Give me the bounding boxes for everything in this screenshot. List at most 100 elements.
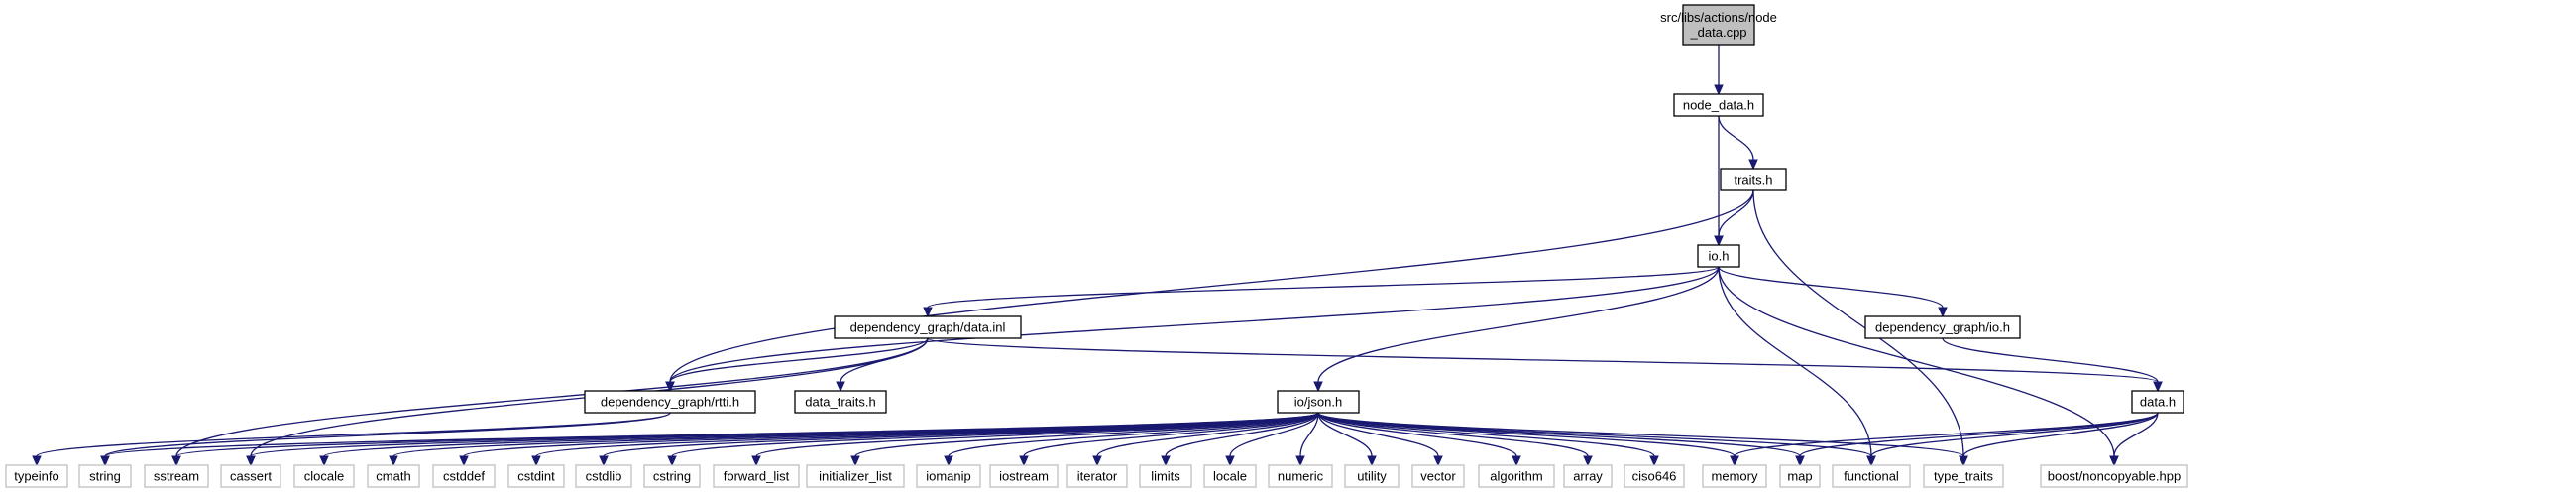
node-label: string [89, 469, 121, 484]
node-utility: utility [1344, 464, 1400, 488]
node-label: dependency_graph/data.inl [850, 320, 1006, 335]
node-traits[interactable]: traits.h [1720, 168, 1787, 191]
node-box [78, 464, 132, 488]
node-box [2131, 390, 2184, 414]
node-label: cstddef [443, 469, 485, 484]
arrowhead [1313, 381, 1323, 393]
node-box [2040, 464, 2188, 488]
node-box [144, 464, 209, 488]
edge-line [1229, 412, 1319, 457]
node-label: cassert [230, 469, 272, 484]
edge-io_json-to-locale [1225, 412, 1319, 467]
node-cstdint: cstdint [507, 464, 565, 488]
node-label: clocale [304, 469, 344, 484]
node-label: data_traits.h [805, 395, 876, 410]
node-cstdlib: cstdlib [575, 464, 632, 488]
node-io[interactable]: io.h [1697, 244, 1740, 268]
node-box [5, 464, 68, 488]
arrowhead [459, 455, 469, 467]
edge-io_json-to-vector [1317, 412, 1443, 467]
node-numeric: numeric [1268, 464, 1333, 488]
arrowhead [171, 455, 181, 467]
node-label: functional [1844, 469, 1899, 484]
node-iostream: iostream [989, 464, 1059, 488]
edge-line [927, 337, 2159, 383]
node-label: forward_list [724, 469, 790, 484]
node-box [432, 464, 496, 488]
edge-line [1718, 266, 1872, 457]
arrowhead [1714, 84, 1724, 96]
node-data[interactable]: data.h [2131, 390, 2184, 414]
edge-line [948, 412, 1319, 457]
arrowhead [1225, 455, 1235, 467]
node-map: map [1779, 464, 1821, 488]
node-box [1203, 464, 1257, 488]
node-cstring: cstring [643, 464, 701, 488]
arrowhead [599, 455, 609, 467]
node-iterator: iterator [1066, 464, 1128, 488]
edge-line [1942, 337, 2159, 383]
node-dg_rtti[interactable]: dependency_graph/rtti.h [584, 390, 756, 414]
node-string: string [78, 464, 132, 488]
node-type_traits: type_traits [1923, 464, 2004, 488]
node-sstream: sstream [144, 464, 209, 488]
edge-io_json-to-initializer_list [850, 412, 1319, 467]
node-forward_list: forward_list [713, 464, 800, 488]
node-box [1478, 464, 1555, 488]
arrowhead [751, 455, 761, 467]
node-root[interactable]: src/libs/actions/node_data.cpp [1660, 4, 1777, 46]
node-label: io/json.h [1294, 395, 1342, 410]
arrowhead [1092, 455, 1102, 467]
node-dg_io[interactable]: dependency_graph/io.h [1864, 315, 2021, 339]
arrowhead [1512, 455, 1521, 467]
edge-line [1734, 412, 2159, 457]
node-label: iostream [999, 469, 1049, 484]
edge-io_json-to-limits [1161, 412, 1319, 467]
edge-line [2113, 412, 2159, 457]
node-data_traits[interactable]: data_traits.h [794, 390, 887, 414]
node-box [575, 464, 632, 488]
edge-line [1096, 412, 1319, 457]
edge-io-to-dg_data_inl [923, 266, 1720, 318]
edge-line [1317, 412, 1655, 457]
edge-io_json-to-iterator [1092, 412, 1319, 467]
node-ciso646: ciso646 [1624, 464, 1685, 488]
edge-root-to-node_data [1714, 45, 1724, 96]
node-box [1139, 464, 1192, 488]
node-box [834, 315, 1022, 339]
edge-io-to-dg_io [1718, 266, 1948, 318]
arrowhead [1367, 455, 1377, 467]
node-box [1673, 93, 1764, 117]
node-label: cstdlib [586, 469, 622, 484]
node-label: type_traits [1934, 469, 1993, 484]
node-dg_data_inl[interactable]: dependency_graph/data.inl [834, 315, 1022, 339]
node-limits: limits [1139, 464, 1192, 488]
edge-data-to-boost_noncopyable [2109, 412, 2159, 467]
arrowhead [1649, 455, 1659, 467]
edges-layer [32, 45, 2163, 467]
edge-dg_io-to-data [1942, 337, 2163, 393]
node-label: algorithm [1490, 469, 1542, 484]
arrowhead [1295, 455, 1305, 467]
edge-line [175, 337, 929, 457]
arrowhead [1714, 235, 1724, 247]
edge-line [392, 412, 1319, 457]
edge-io_json-to-cstring [667, 412, 1319, 467]
edge-line [669, 189, 1754, 383]
node-box [584, 390, 756, 414]
edge-dg_data_inl-to-data [927, 337, 2163, 393]
node-node_data[interactable]: node_data.h [1673, 93, 1764, 117]
node-initializer_list: initializer_list [806, 464, 905, 488]
edge-line [1317, 412, 1801, 457]
node-label: traits.h [1734, 173, 1772, 187]
edge-io_json-to-ciso646 [1317, 412, 1659, 467]
edge-line [1317, 266, 1720, 383]
node-io_json[interactable]: io/json.h [1277, 390, 1360, 414]
edge-line [104, 412, 671, 457]
node-iomanip: iomanip [916, 464, 981, 488]
arrowhead [1959, 455, 1968, 467]
edge-line [1317, 412, 1517, 457]
node-label: utility [1357, 469, 1387, 484]
edge-line [1962, 412, 2159, 457]
node-label: dependency_graph/io.h [1875, 320, 2010, 335]
